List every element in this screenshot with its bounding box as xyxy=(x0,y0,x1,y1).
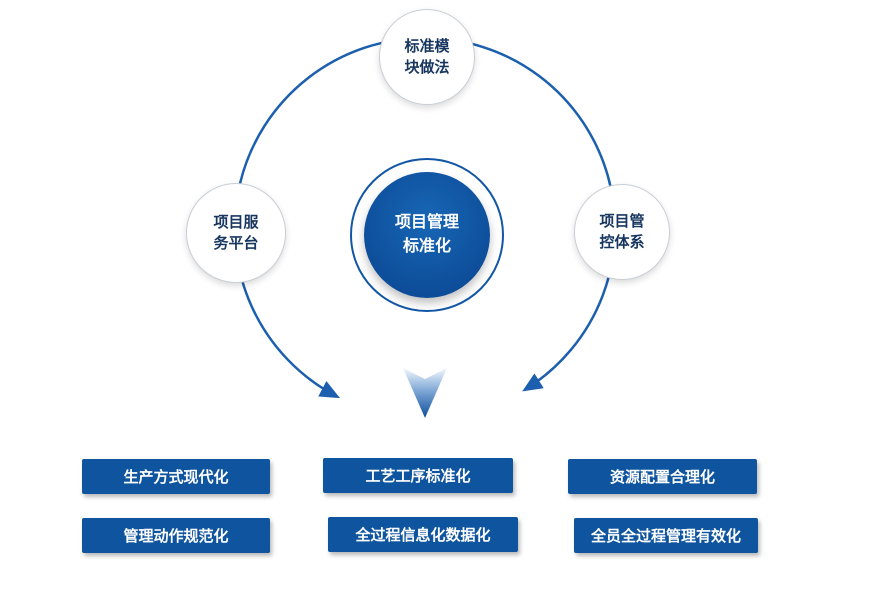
node-label-line: 项目服 xyxy=(213,214,259,231)
result-box-label: 资源配置合理化 xyxy=(609,469,715,486)
node-standard-module: 标准模 块做法 xyxy=(379,9,475,105)
result-box-full-process-informatization: 全过程信息化数据化 xyxy=(328,517,518,552)
node-label-line: 务平台 xyxy=(213,235,259,252)
cycle-arc-right xyxy=(423,36,617,392)
node-project-control-system: 项目管 控体系 xyxy=(574,184,670,280)
cycle-arc-left xyxy=(233,36,427,399)
down-arrow-icon xyxy=(403,368,447,418)
node-label-line: 控体系 xyxy=(599,234,645,251)
result-box-resource-allocation: 资源配置合理化 xyxy=(568,459,757,494)
node-label-line: 块做法 xyxy=(404,59,450,76)
hub-label-line: 标准化 xyxy=(402,238,451,255)
result-box-production-modernization: 生产方式现代化 xyxy=(82,459,270,494)
result-box-label: 生产方式现代化 xyxy=(123,469,229,486)
hub-project-management-standardization: 项目管理 标准化 xyxy=(364,172,490,298)
node-label-line: 项目管 xyxy=(599,213,645,230)
hub-label-line: 项目管理 xyxy=(394,214,459,231)
hub-outer-ring: 项目管理 标准化 xyxy=(350,158,504,312)
node-label-line: 标准模 xyxy=(404,38,450,55)
result-box-label: 全过程信息化数据化 xyxy=(355,527,491,544)
result-box-label: 管理动作规范化 xyxy=(123,528,229,545)
result-box-label: 全员全过程管理有效化 xyxy=(590,528,741,545)
result-box-label: 工艺工序标准化 xyxy=(365,468,471,485)
result-box-process-standardization: 工艺工序标准化 xyxy=(323,458,513,493)
result-box-management-action-normalization: 管理动作规范化 xyxy=(82,518,270,553)
result-box-full-staff-effective-management: 全员全过程管理有效化 xyxy=(574,518,758,553)
node-project-service-platform: 项目服 务平台 xyxy=(186,183,286,283)
